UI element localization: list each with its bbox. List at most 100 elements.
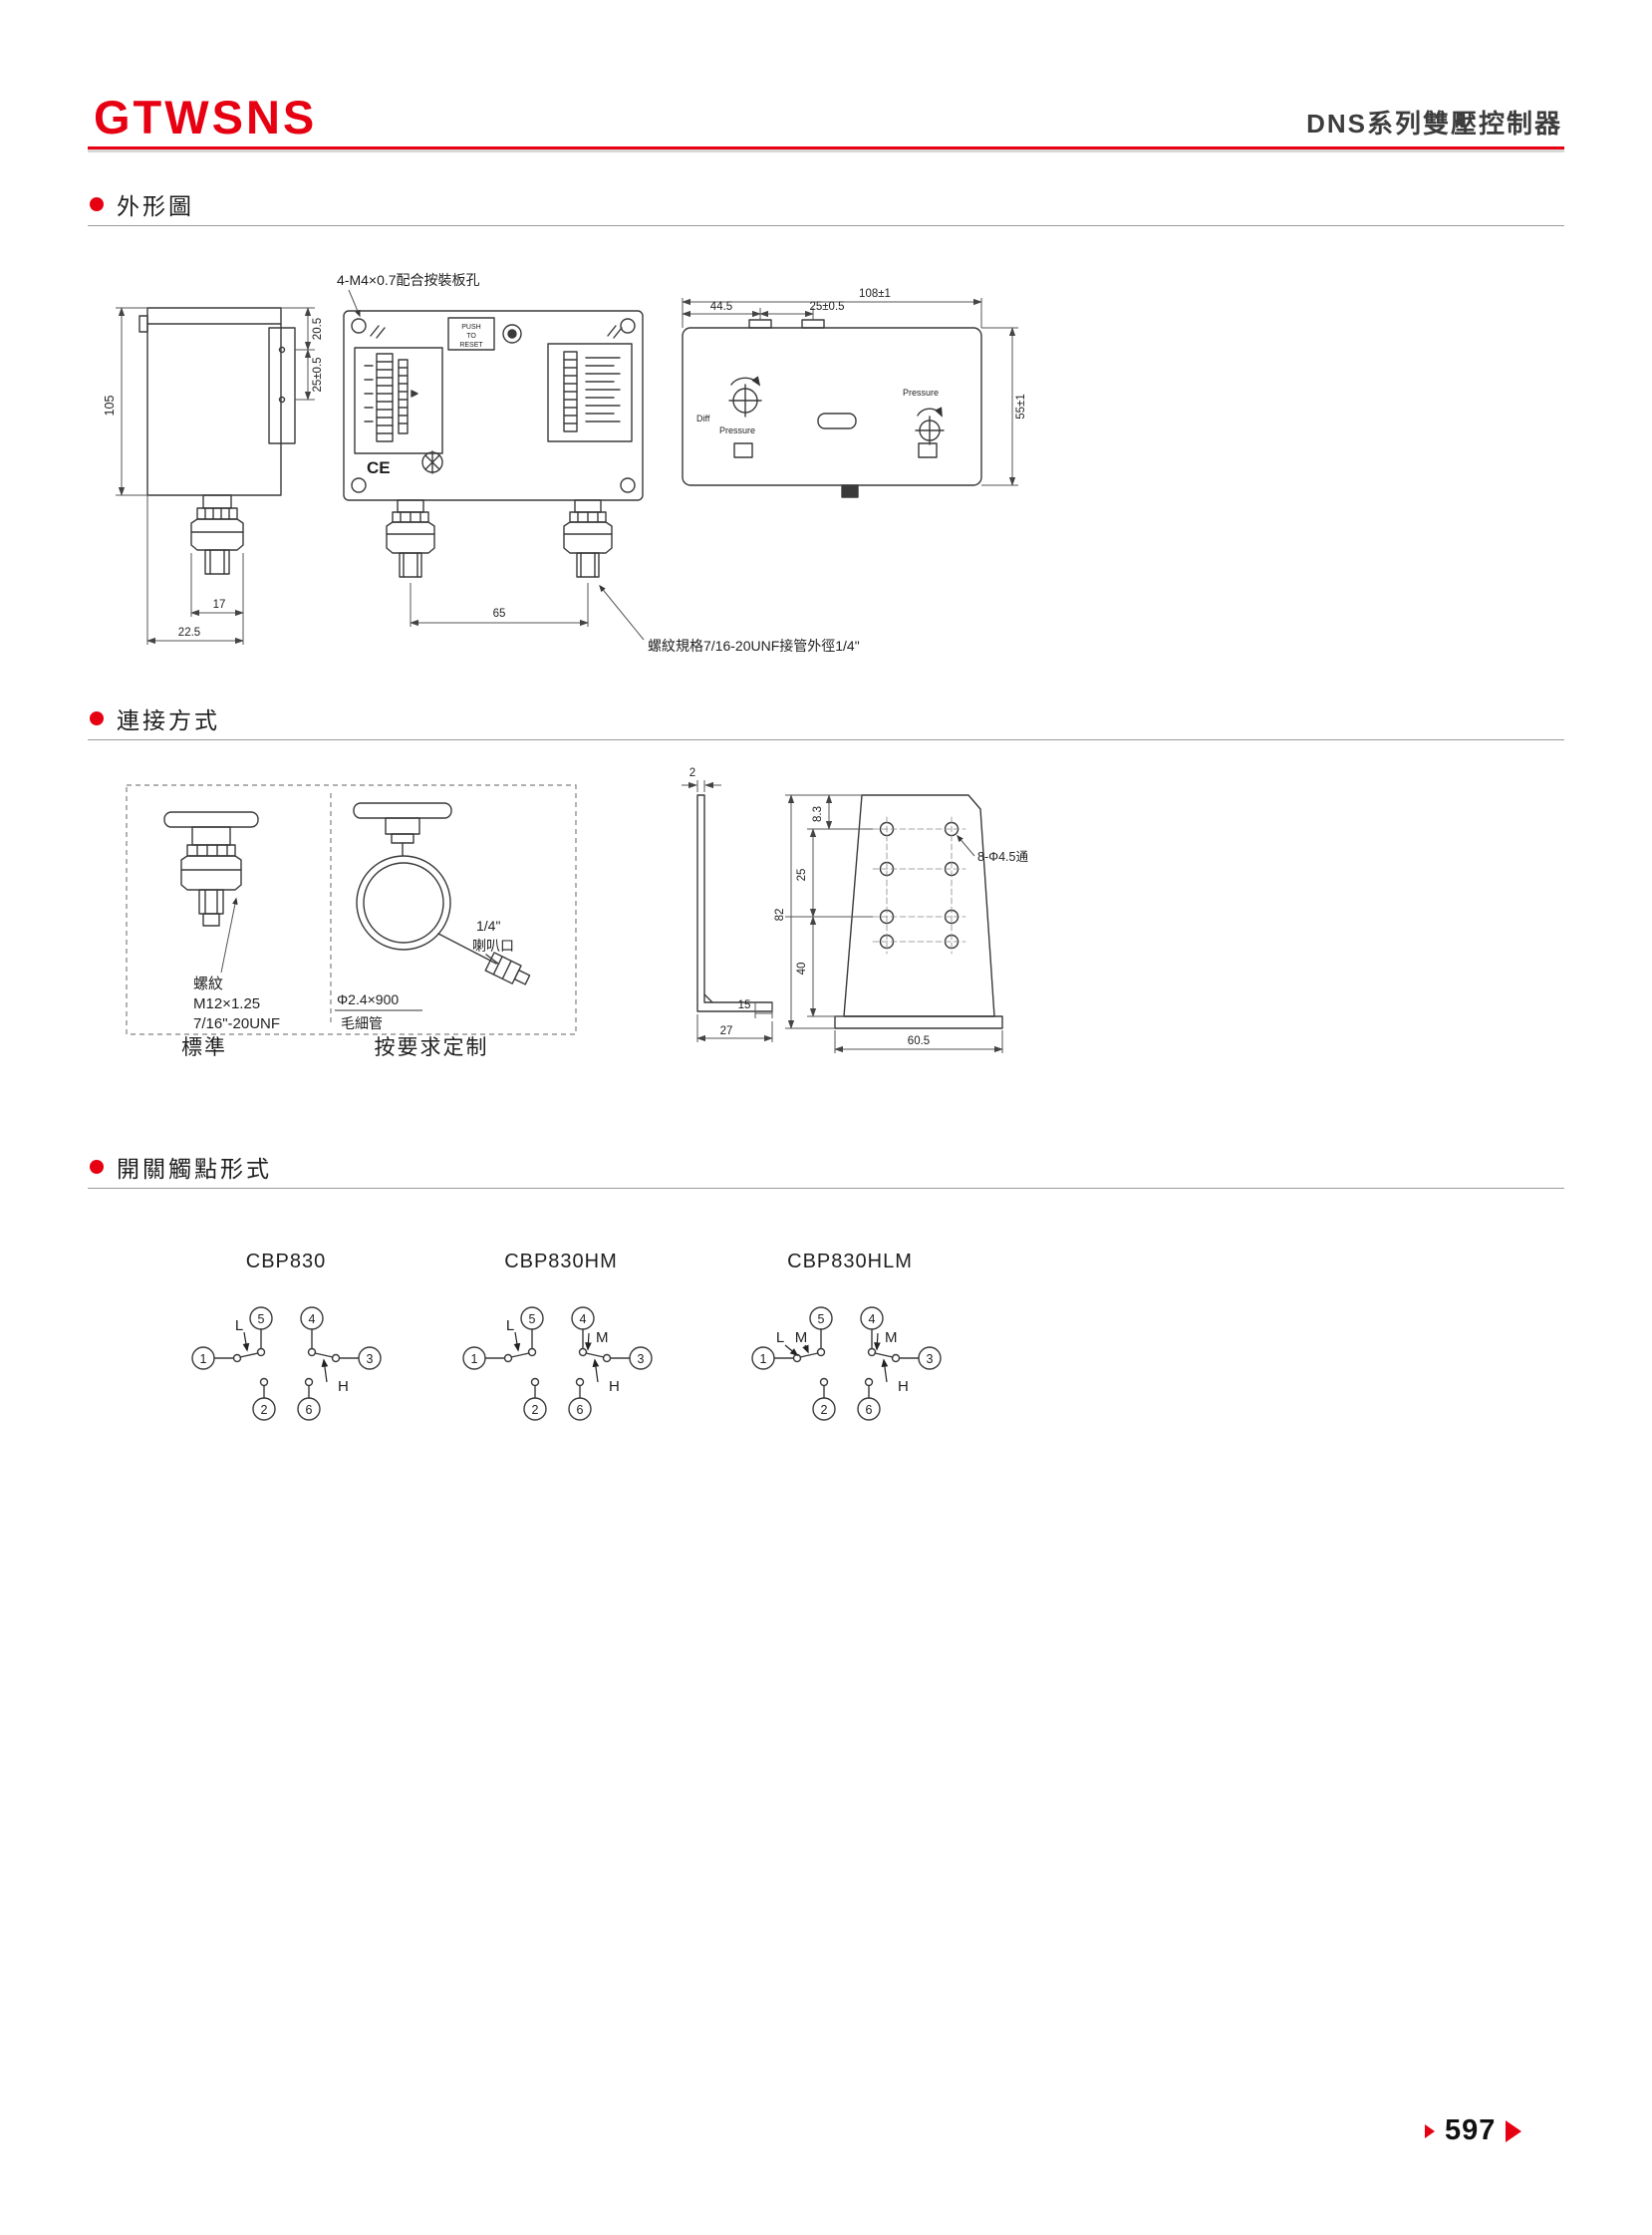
svg-text:RESET: RESET bbox=[459, 342, 483, 349]
capillary-spec: Φ2.4×900 bbox=[337, 991, 399, 1007]
section-divider bbox=[88, 225, 1564, 226]
custom-capillary-connector bbox=[353, 802, 531, 985]
product-title: DNS系列雙壓控制器 bbox=[1306, 109, 1562, 139]
terminal-3: 3 bbox=[638, 1352, 645, 1366]
terminal-1: 1 bbox=[200, 1352, 207, 1366]
section-heading-contacts: 開關觸點形式 bbox=[90, 1150, 272, 1184]
letter-m: M bbox=[885, 1329, 898, 1346]
diff-adjust-screw bbox=[728, 376, 762, 418]
section-bullet-icon bbox=[90, 711, 104, 725]
terminal-2: 2 bbox=[261, 1403, 268, 1417]
dim-bracket-height: 82 bbox=[774, 909, 786, 922]
standard-connector-leader bbox=[220, 897, 238, 974]
dim-bracket-thickness: 2 bbox=[689, 767, 695, 779]
bracket-front-view bbox=[834, 794, 1003, 1029]
connection-dashed-box bbox=[126, 784, 577, 1035]
dim-bracket-lower: 40 bbox=[796, 963, 808, 976]
front-view bbox=[343, 310, 644, 578]
thread-spec2: 7/16"-20UNF bbox=[193, 1015, 280, 1032]
terminal-4: 4 bbox=[580, 1312, 587, 1326]
page-footer: 597 bbox=[1425, 2114, 1522, 2147]
section-heading-outline: 外形圖 bbox=[90, 187, 194, 221]
right-scale-window bbox=[547, 343, 633, 442]
left-scale-window bbox=[354, 347, 443, 454]
dim-top-pitch: 25±0.5 bbox=[809, 301, 844, 313]
standard-caption: 標準 bbox=[181, 1036, 227, 1059]
model-title-cbp830hlm: CBP830HLM bbox=[787, 1251, 913, 1272]
bracket-front-dimensions: 8.3 25 40 82 60.5 bbox=[774, 794, 1003, 1053]
dim-conn-width: 17 bbox=[213, 599, 226, 611]
terminal-5: 5 bbox=[818, 1312, 825, 1326]
section-title-contacts: 開關觸點形式 bbox=[117, 1156, 272, 1182]
model-title-cbp830: CBP830 bbox=[246, 1251, 327, 1272]
custom-caption: 按要求定制 bbox=[375, 1036, 489, 1059]
terminal-1: 1 bbox=[471, 1352, 478, 1366]
header-rule bbox=[88, 146, 1564, 149]
svg-text:TO: TO bbox=[466, 333, 476, 340]
section-bullet-icon bbox=[90, 1160, 104, 1174]
dim-conn-spacing: 65 bbox=[493, 608, 506, 620]
terminal-5: 5 bbox=[258, 1312, 265, 1326]
dim-bracket-pitch: 25±0.5 bbox=[312, 357, 324, 392]
section-heading-connection: 連接方式 bbox=[90, 701, 220, 735]
letter-l: L bbox=[235, 1317, 243, 1334]
terminal-3: 3 bbox=[367, 1352, 374, 1366]
bracket-side-dimensions: 2 15 27 bbox=[682, 767, 773, 1042]
side-view bbox=[138, 307, 296, 575]
thread-spec1: M12×1.25 bbox=[193, 995, 260, 1012]
terminal-2: 2 bbox=[821, 1403, 828, 1417]
dim-top-width: 108±1 bbox=[859, 288, 891, 300]
section-bullet-icon bbox=[90, 197, 104, 211]
front-view-dimensions: 65 bbox=[348, 289, 645, 641]
reset-button-text: PUSH TO RESET bbox=[459, 324, 483, 349]
letter-l: L bbox=[776, 1329, 784, 1346]
letter-m: M bbox=[596, 1329, 609, 1346]
top-view-dimensions: 108±1 44.5 25±0.5 55±1 bbox=[682, 288, 1027, 486]
standard-connector bbox=[163, 811, 259, 927]
section-divider bbox=[88, 739, 1564, 740]
front-connector-right bbox=[563, 499, 613, 578]
terminal-4: 4 bbox=[309, 1312, 316, 1326]
diagram-cbp830: L H 5 4 1 3 2 6 bbox=[191, 1306, 382, 1421]
dim-top-left: 44.5 bbox=[710, 301, 732, 313]
dim-body-height: 105 bbox=[103, 396, 117, 417]
dim-bracket-top: 20.5 bbox=[312, 318, 324, 340]
dim-bracket-foot: 15 bbox=[738, 999, 751, 1011]
front-connector-left bbox=[386, 499, 435, 578]
terminal-6: 6 bbox=[866, 1403, 873, 1417]
side-view-connector bbox=[190, 494, 244, 575]
letter-l: L bbox=[506, 1317, 514, 1334]
flare-label: 喇叭口 bbox=[472, 938, 514, 954]
svg-text:PUSH: PUSH bbox=[461, 324, 480, 331]
dim-conn-edge: 22.5 bbox=[178, 627, 200, 639]
model-title-cbp830hm: CBP830HM bbox=[504, 1251, 618, 1272]
bracket-hole-note: 8-Φ4.5通 bbox=[977, 850, 1028, 864]
ce-mark: CE bbox=[367, 458, 391, 477]
ce-certification-mark bbox=[421, 450, 443, 474]
pressure-right-label: Pressure bbox=[903, 388, 939, 398]
side-view-dimensions: 105 20.5 25±0.5 17 22.5 bbox=[103, 307, 324, 645]
terminal-3: 3 bbox=[927, 1352, 934, 1366]
dim-bracket-pitch: 25 bbox=[796, 869, 808, 882]
letter-h: H bbox=[898, 1378, 909, 1395]
contact-diagrams: CBP830 CBP830HM CBP830HLM L bbox=[191, 1251, 942, 1421]
terminal-5: 5 bbox=[529, 1312, 536, 1326]
pressure-adjust-screw bbox=[915, 407, 945, 445]
capillary-label: 毛細管 bbox=[341, 1015, 383, 1031]
letter-h: H bbox=[338, 1378, 349, 1395]
diagram-cbp830hm: L M H 5 4 1 3 2 6 bbox=[462, 1306, 653, 1421]
section-title-outline: 外形圖 bbox=[117, 193, 194, 219]
letter-m: M bbox=[795, 1329, 808, 1346]
chevron-right-icon bbox=[1506, 2119, 1522, 2142]
diff-label: Diff bbox=[696, 414, 710, 423]
dim-bracket-top-hole: 8.3 bbox=[812, 806, 824, 822]
outline-drawing: 105 20.5 25±0.5 17 22.5 bbox=[103, 272, 1027, 654]
mount-hole-note: 4-M4×0.7配合按裝板孔 bbox=[337, 272, 480, 288]
section-title-connection: 連接方式 bbox=[117, 707, 220, 733]
dim-bracket-base: 60.5 bbox=[908, 1035, 930, 1047]
connection-drawing: 螺紋 M12×1.25 7/16"-20UNF 1/4" 喇叭口 Φ2.4×90… bbox=[126, 767, 1028, 1059]
diagram-cbp830hlm: L M M H 5 4 1 3 2 6 bbox=[751, 1306, 942, 1421]
terminal-6: 6 bbox=[306, 1403, 313, 1417]
flare-size: 1/4" bbox=[476, 918, 500, 934]
